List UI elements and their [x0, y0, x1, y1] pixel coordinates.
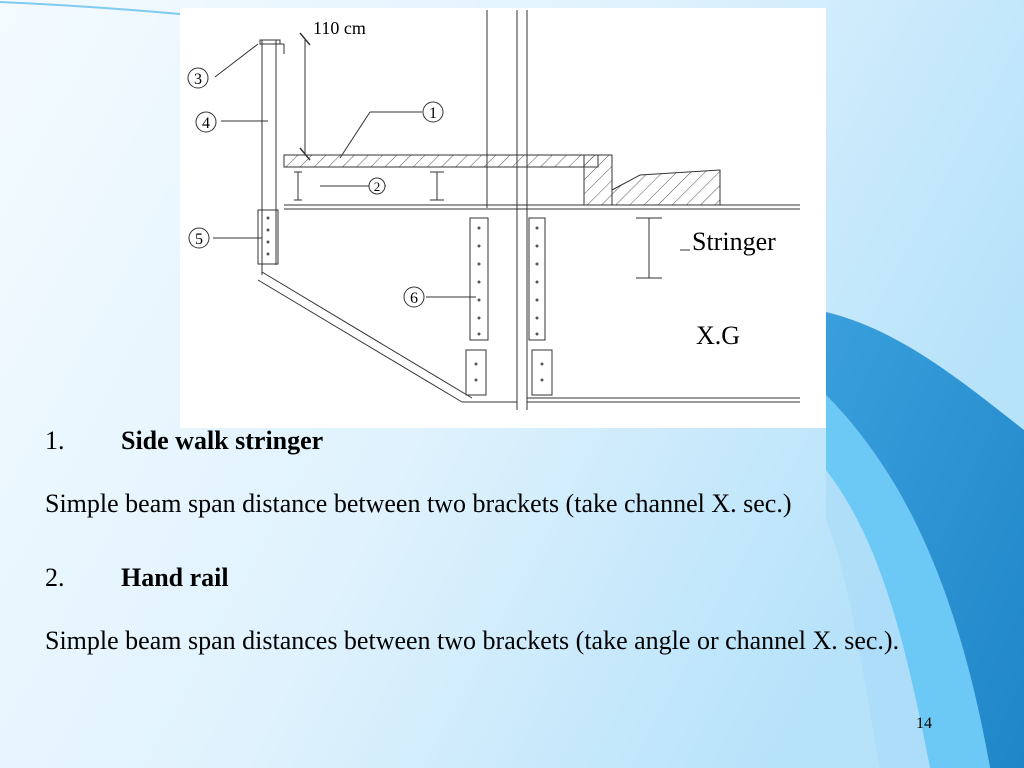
item-2-title: Hand rail: [121, 563, 229, 592]
swoosh-pale: [826, 470, 930, 768]
item-2-number: 2.: [45, 563, 65, 592]
swoosh-dark: [826, 312, 1024, 768]
callout-5: 5: [195, 231, 203, 248]
item-2-heading: 2. Hand rail: [45, 563, 229, 593]
item-1-number: 1.: [45, 426, 65, 455]
item-2-text: Simple beam span distances between two b…: [45, 626, 900, 655]
item-1-text: Simple beam span distance between two br…: [45, 489, 792, 518]
callout-4: 4: [202, 115, 210, 132]
swoosh-light: [826, 395, 990, 768]
bracket-section-diagram: 3 4 5 1 2 6 110 cm Stringer X.G: [180, 8, 826, 428]
callout-6: 6: [410, 290, 418, 307]
top-swoosh-line: [0, 1, 181, 15]
stringer-label: Stringer: [692, 227, 776, 256]
item-1-title: Side walk stringer: [121, 426, 324, 455]
callout-3: 3: [194, 71, 202, 88]
callout-1: 1: [429, 105, 437, 122]
xg-label: X.G: [696, 321, 740, 350]
dimension-label: 110 cm: [313, 18, 366, 38]
item-1-heading: 1. Side walk stringer: [45, 426, 323, 456]
callout-2: 2: [374, 179, 381, 194]
page-number: 14: [916, 715, 932, 732]
